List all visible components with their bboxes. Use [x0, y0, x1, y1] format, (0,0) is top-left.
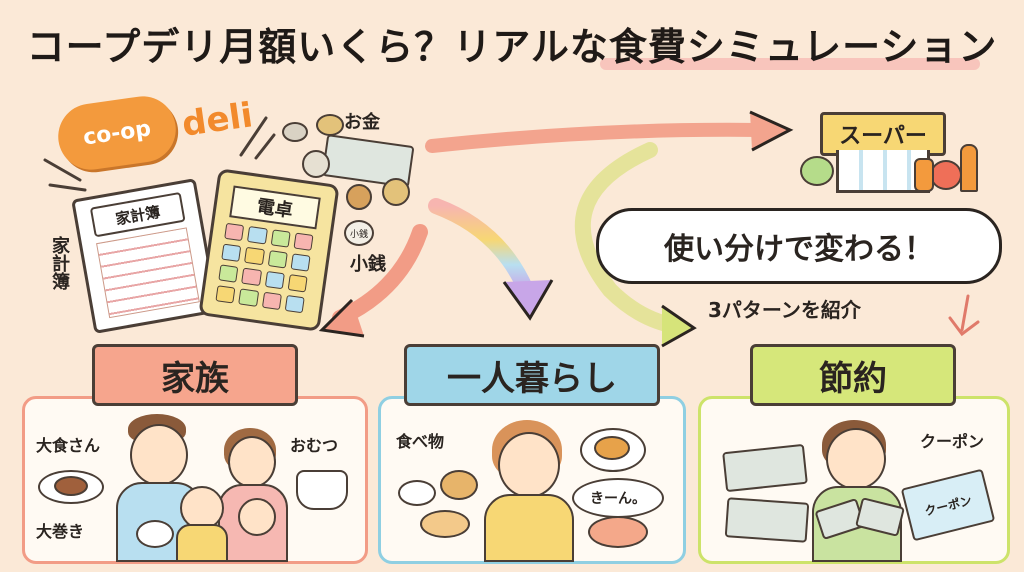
coupon-text: クーポン [923, 492, 974, 519]
diaper-icon [296, 470, 348, 510]
child-face [180, 486, 224, 530]
family-note: 大巻き [36, 522, 85, 541]
father-face [130, 424, 188, 486]
arrow-icon [661, 304, 697, 348]
bowl-icon [440, 470, 478, 500]
bread-icon [420, 510, 470, 538]
saver-face [826, 428, 886, 490]
coin-icon [282, 122, 308, 142]
food-icon [594, 436, 630, 460]
bowl-icon [136, 520, 174, 548]
arrow-icon [948, 294, 980, 337]
single-person-body [484, 494, 574, 562]
title-underline [600, 58, 980, 70]
child-body [176, 524, 228, 562]
arrow-icon [318, 298, 365, 338]
arrow-icon [749, 110, 794, 152]
sparkle-lines-icon [43, 158, 87, 192]
patterns-label: 3パターンを紹介 [708, 298, 861, 322]
family-heading: 家族 [161, 358, 229, 399]
banknote-icon [722, 443, 808, 493]
single-person-face [498, 432, 560, 498]
bowl-icon [398, 480, 436, 506]
single-note: きーん。 [590, 491, 646, 507]
ledger-vertical-label: 家計簿 [49, 236, 70, 290]
plate-icon [38, 470, 104, 504]
family-note: おむつ [290, 436, 339, 455]
arrow-icon [574, 142, 684, 334]
arrow-icon [425, 122, 767, 153]
single-heading: 一人暮らし [447, 358, 617, 399]
single-note: 食べ物 [396, 432, 445, 451]
family-note: 大食さん [36, 436, 101, 455]
vegetable-icon [914, 158, 934, 192]
baby-face [238, 498, 276, 536]
arrow-icon [428, 198, 534, 298]
vegetable-icon [930, 160, 962, 190]
page-title: コープデリ月額いくら？リアルな食費シミュレーション [26, 25, 998, 69]
saving-heading: 節約 [819, 358, 887, 399]
fish-icon [588, 516, 648, 548]
vegetable-icon [800, 156, 834, 186]
arrow-icon [502, 279, 554, 321]
coin-icon [346, 184, 372, 210]
vegetable-icon [960, 144, 978, 192]
mother-face [228, 436, 276, 488]
food-icon [54, 476, 88, 496]
coin-icon [382, 178, 410, 206]
sparkle-lines-icon [239, 116, 276, 160]
saving-note: クーポン [920, 432, 985, 451]
family-banner: 家族 [92, 344, 298, 406]
usage-tip-bubble: 使い分けで変わる！ [596, 208, 1002, 284]
saving-banner: 節約 [750, 344, 956, 406]
thought-bubble: きーん。 [572, 478, 664, 518]
small-coin-tag-text: 小銭 [349, 229, 368, 240]
banknote-icon [724, 497, 810, 543]
single-banner: 一人暮らし [404, 344, 660, 406]
money-label: お金 [344, 112, 380, 133]
small-coins-label: 小銭 [350, 254, 386, 275]
coin-icon [302, 150, 330, 178]
small-coin-tag: 小銭 [344, 220, 374, 246]
